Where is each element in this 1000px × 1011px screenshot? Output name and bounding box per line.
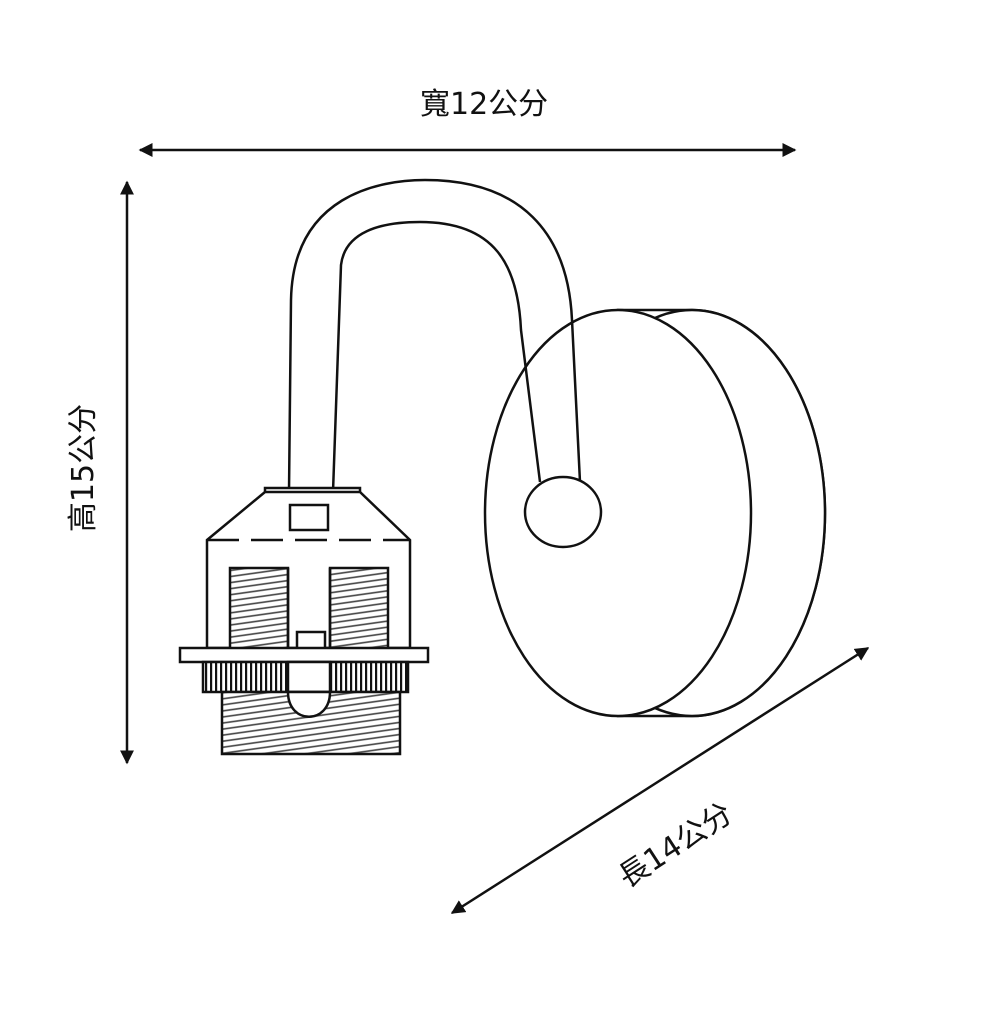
wall-plate — [483, 308, 827, 718]
height-label: 高15公分 — [66, 403, 101, 533]
width-label: 寬12公分 — [420, 87, 549, 122]
length-arrow — [450, 646, 870, 915]
mount-knob — [523, 475, 603, 549]
curved-arm — [287, 178, 582, 493]
lamp-socket — [178, 486, 430, 756]
